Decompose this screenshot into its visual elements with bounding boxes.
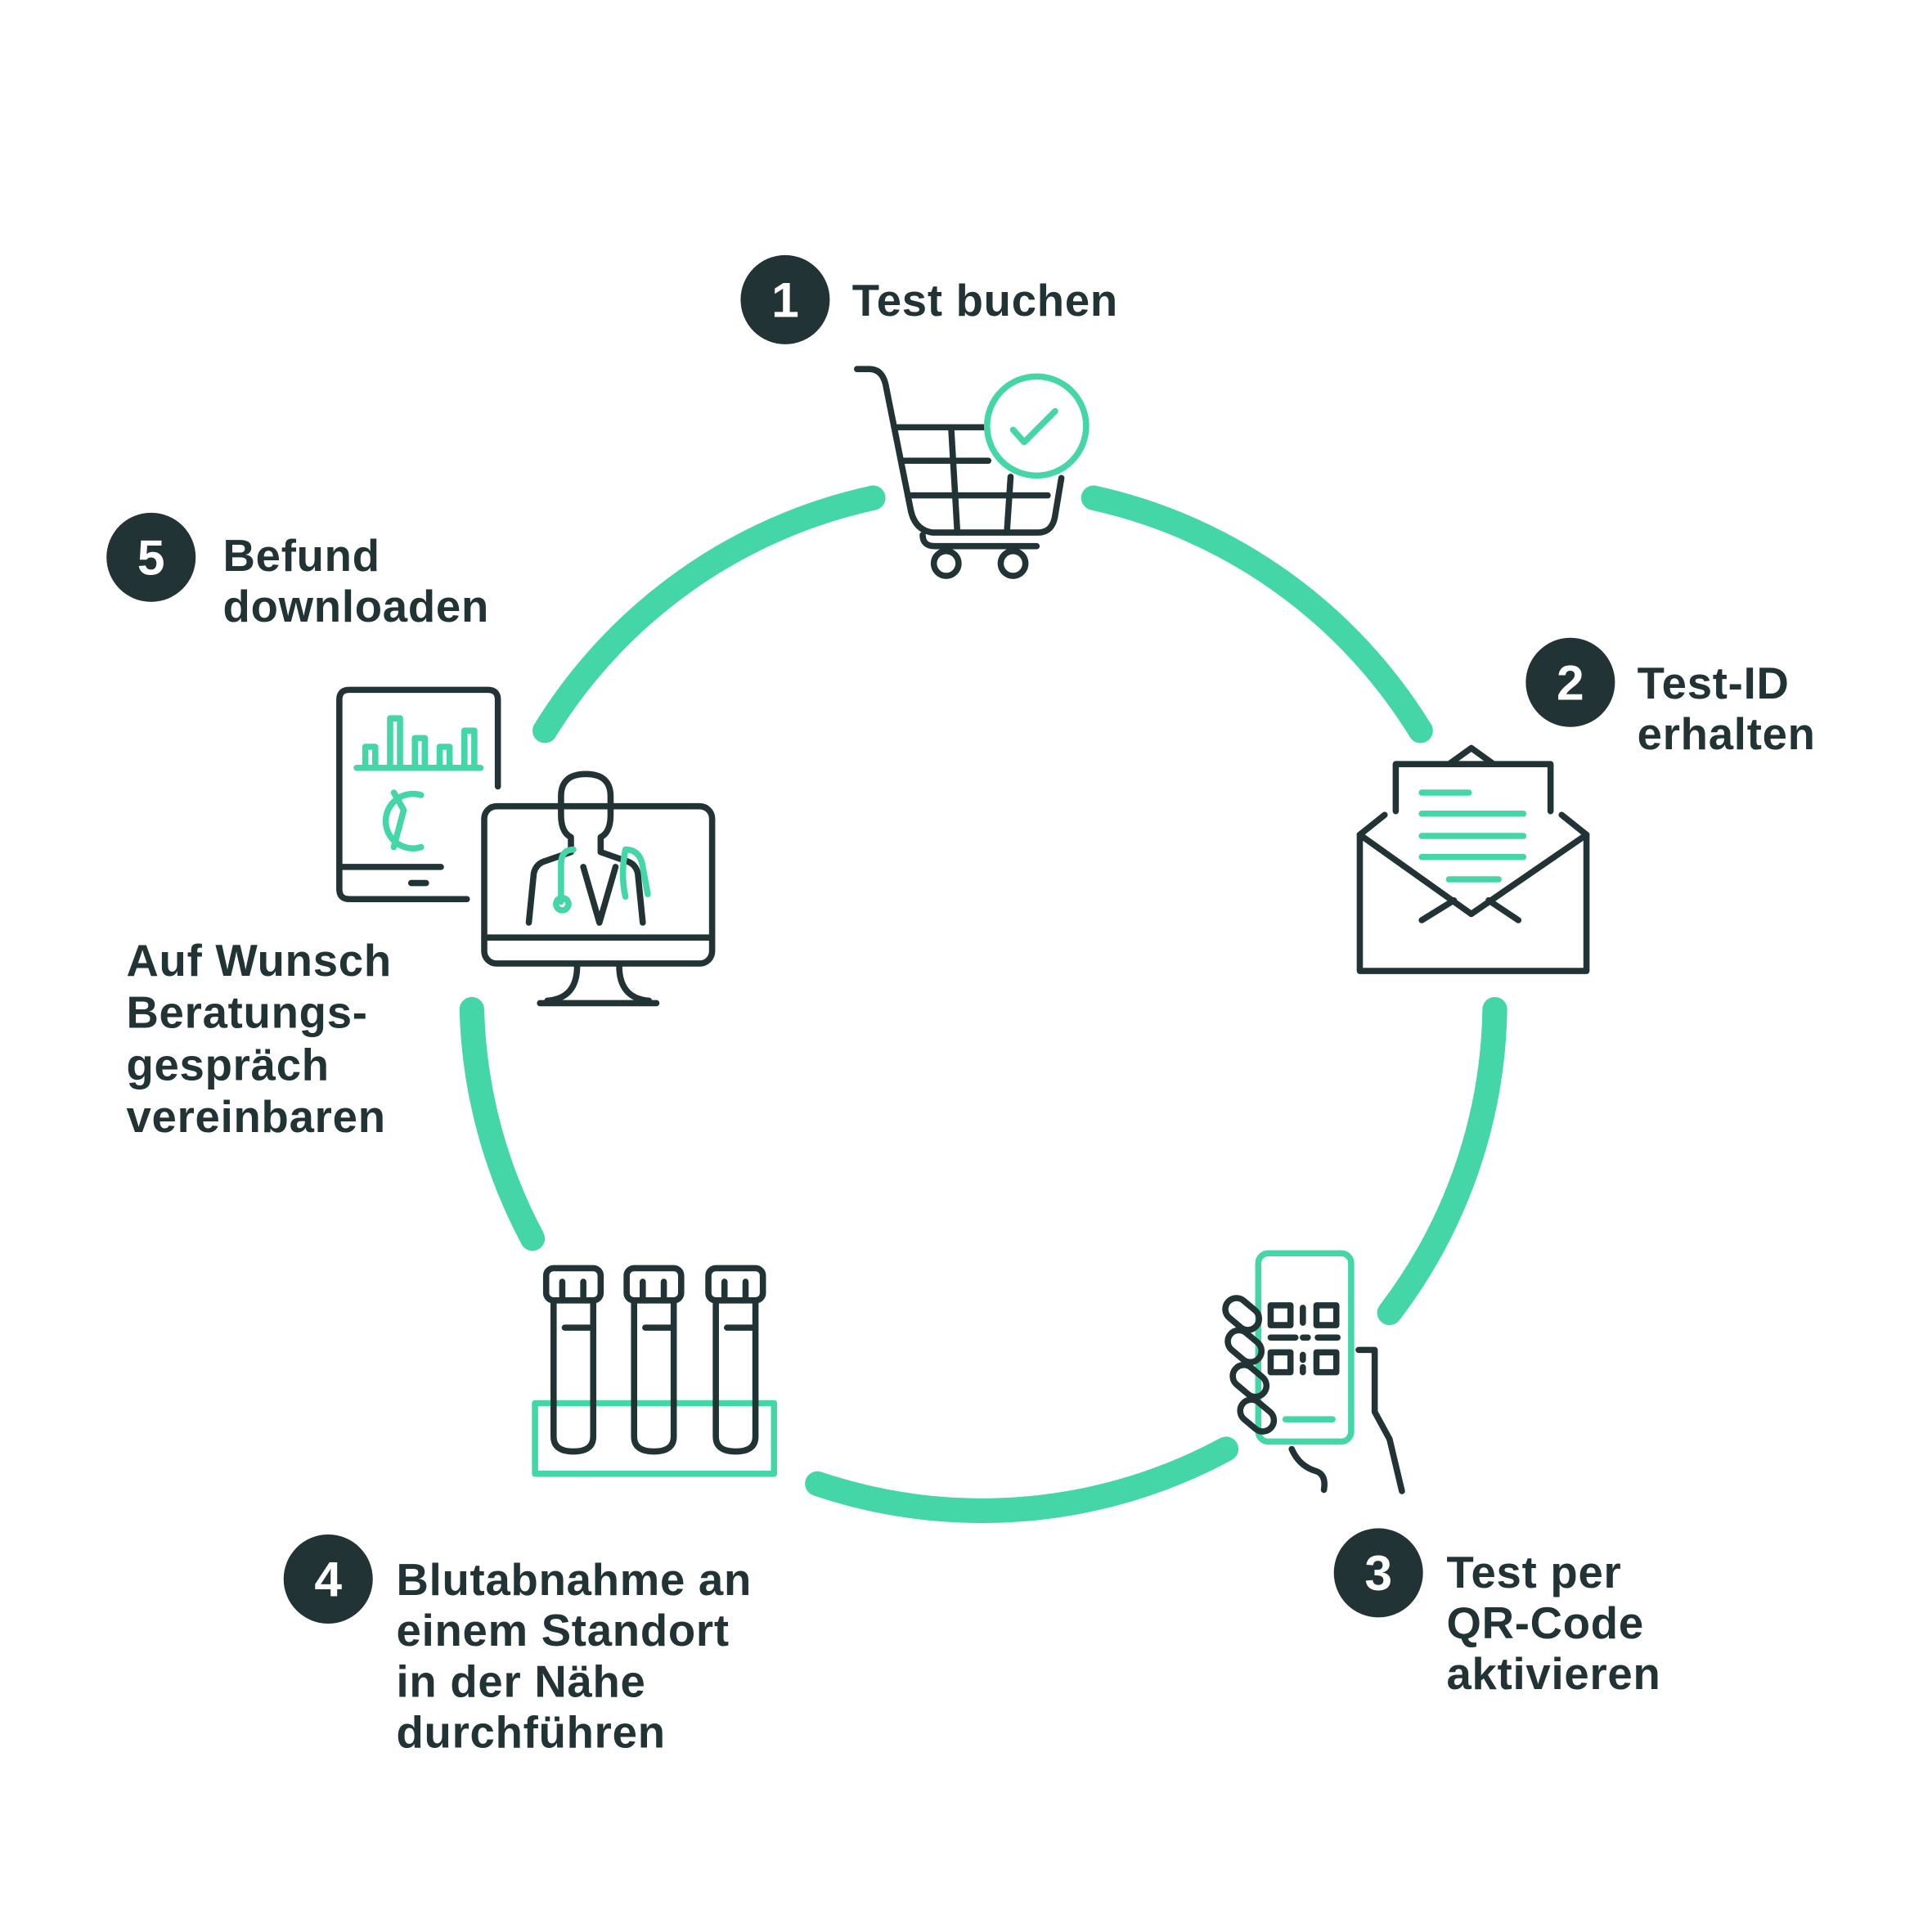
consultation-label-line: Auf Wunsch bbox=[126, 936, 391, 986]
step-number: 5 bbox=[137, 530, 165, 586]
step-label-line: aktivieren bbox=[1446, 1649, 1660, 1699]
consultation-label-line: Beratungs- bbox=[126, 988, 367, 1038]
step-number: 3 bbox=[1364, 1545, 1392, 1601]
arc-3-to-4 bbox=[805, 1436, 1239, 1524]
step-number: 4 bbox=[314, 1552, 342, 1607]
step-label-line: durchführen bbox=[397, 1707, 666, 1757]
phone-qr-code-icon bbox=[1222, 1250, 1405, 1494]
step-5: 5 Befund downloaden Auf Wunsch Beratungs… bbox=[106, 512, 716, 1142]
step-label-line: Test per bbox=[1446, 1548, 1621, 1597]
consultation-label-line: gespräch bbox=[126, 1040, 329, 1090]
step-2: 2 Test-ID erhalten bbox=[1356, 637, 1816, 974]
step-label: Test buchen bbox=[852, 276, 1118, 326]
step-number-badge bbox=[1333, 1528, 1423, 1618]
step-label-line: Blutabnahme an bbox=[397, 1555, 753, 1605]
step-number-badge bbox=[283, 1534, 373, 1624]
step-number: 1 bbox=[771, 272, 799, 328]
step-3: 3 Test per QR-Code aktivieren bbox=[1222, 1250, 1660, 1699]
step-4: 4 Blutabnahme an einem Standort in der N… bbox=[283, 1265, 778, 1757]
consultation-label-line: vereinbaren bbox=[126, 1092, 385, 1142]
cycle-ring bbox=[459, 485, 1507, 1524]
step-number: 2 bbox=[1557, 654, 1584, 710]
shopping-cart-check-icon bbox=[853, 366, 1090, 579]
step-number-badge bbox=[740, 254, 830, 344]
arc-2-to-3 bbox=[1377, 996, 1507, 1326]
envelope-letter-icon bbox=[1356, 744, 1590, 974]
step-label-line: downloaden bbox=[223, 582, 489, 631]
step-label-line: in der Nähe bbox=[397, 1656, 646, 1706]
step-number-badge bbox=[106, 512, 196, 602]
step-label-line: Test-ID bbox=[1638, 658, 1790, 708]
tablet-doctor-monitor-icon bbox=[336, 686, 716, 1007]
step-label-line: QR-Code bbox=[1446, 1598, 1643, 1648]
step-label-line: einem Standort bbox=[397, 1606, 730, 1656]
arc-4-to-5 bbox=[459, 996, 546, 1251]
step-label-line: Befund bbox=[223, 531, 380, 581]
step-label-line: erhalten bbox=[1638, 709, 1816, 759]
arc-5-to-1 bbox=[532, 485, 886, 744]
step-1: 1 Test buchen bbox=[740, 254, 1118, 579]
test-tubes-icon bbox=[532, 1265, 778, 1477]
arc-1-to-2 bbox=[1081, 485, 1433, 744]
step-number-badge bbox=[1525, 637, 1615, 727]
